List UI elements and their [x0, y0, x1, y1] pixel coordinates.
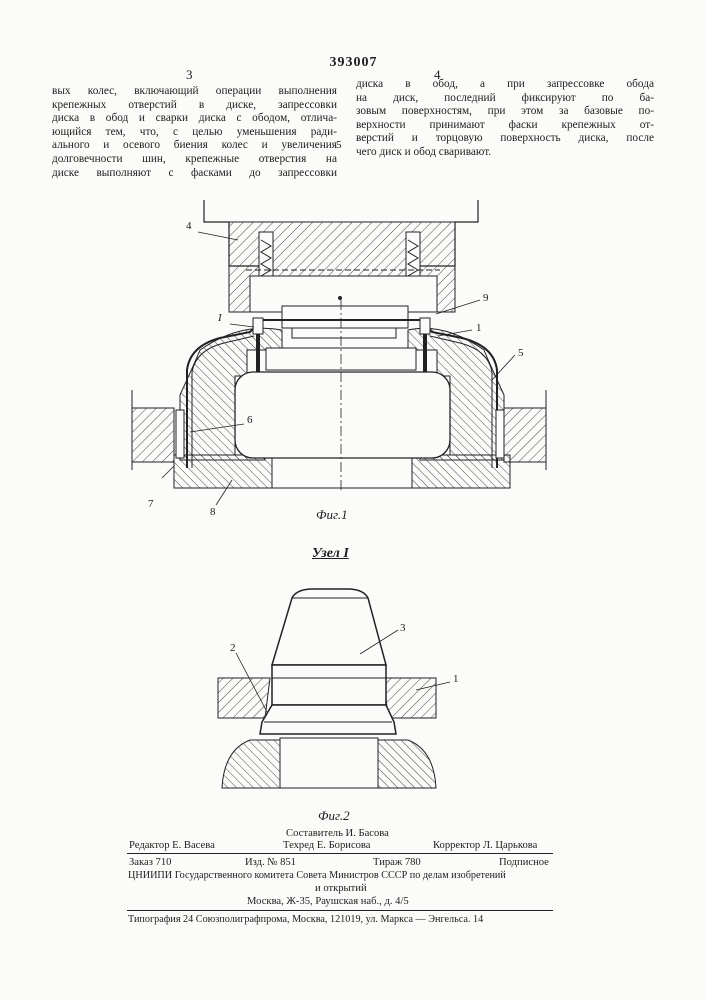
imprint-techred: Техред Е. Борисова: [283, 839, 371, 852]
bolt-node-detail: [218, 589, 436, 788]
imprint-editor: Редактор Е. Васева: [129, 839, 215, 852]
imprint-rule-bottom: [127, 910, 553, 911]
fig2-label-2: 2: [230, 642, 236, 654]
imprint-corrector: Корректор Л. Царькова: [433, 839, 537, 852]
imprint-tirazh: Тираж 780: [373, 856, 421, 869]
imprint-order: Заказ 710: [129, 856, 171, 869]
imprint-organization: ЦНИИПИ Государственного комитета Совета …: [128, 869, 506, 882]
imprint-podpisnoe: Подписное: [499, 856, 549, 869]
fig2-label-1: 1: [453, 673, 459, 685]
imprint-address: Москва, Ж-35, Раушская наб., д. 4/5: [247, 895, 409, 908]
imprint-typography: Типография 24 Союзполиграфпрома, Москва,…: [128, 913, 483, 926]
imprint-organization-cont: и открытий: [315, 882, 367, 895]
imprint-izd: Изд. № 851: [245, 856, 296, 869]
figure-2-caption: Фиг.2: [318, 808, 350, 824]
fig2-label-3: 3: [400, 622, 406, 634]
imprint-rule: [127, 853, 553, 854]
